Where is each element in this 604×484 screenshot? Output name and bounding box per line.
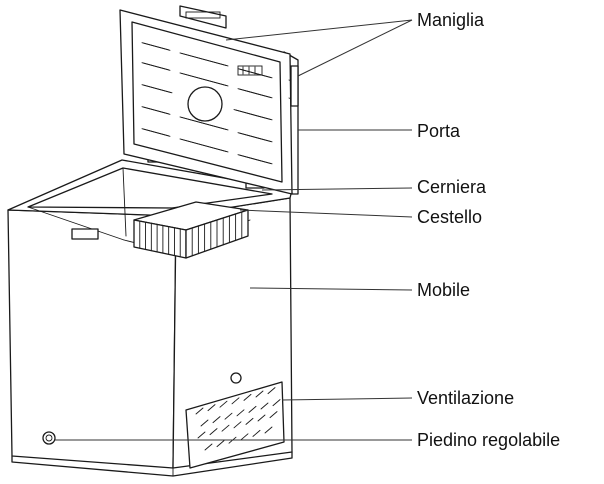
label-cerniera: Cerniera [417,177,487,197]
label-cestello: Cestello [417,207,482,227]
basket [133,201,249,259]
handle [179,5,227,29]
cabinet-opening [7,159,293,253]
door [119,9,299,195]
label-porta: Porta [417,121,461,141]
adjustable-foot [42,431,56,445]
label-piedino: Piedino regolabile [417,430,560,450]
leader-lines [55,19,413,441]
leader-cestello [239,209,413,218]
leader-maniglia-2 [297,19,413,77]
label-maniglia: Maniglia [417,10,485,30]
handle-side [290,65,299,107]
leader-maniglia-1 [225,19,413,41]
leader-ventilazione [281,397,413,401]
leader-mobile [249,287,413,291]
ventilation-grille [185,372,285,469]
label-mobile: Mobile [417,280,470,300]
labels: Maniglia Porta Cerniera Cestello Mobile … [417,10,560,450]
label-ventilazione: Ventilazione [417,388,514,408]
leader-cerniera [261,187,413,191]
